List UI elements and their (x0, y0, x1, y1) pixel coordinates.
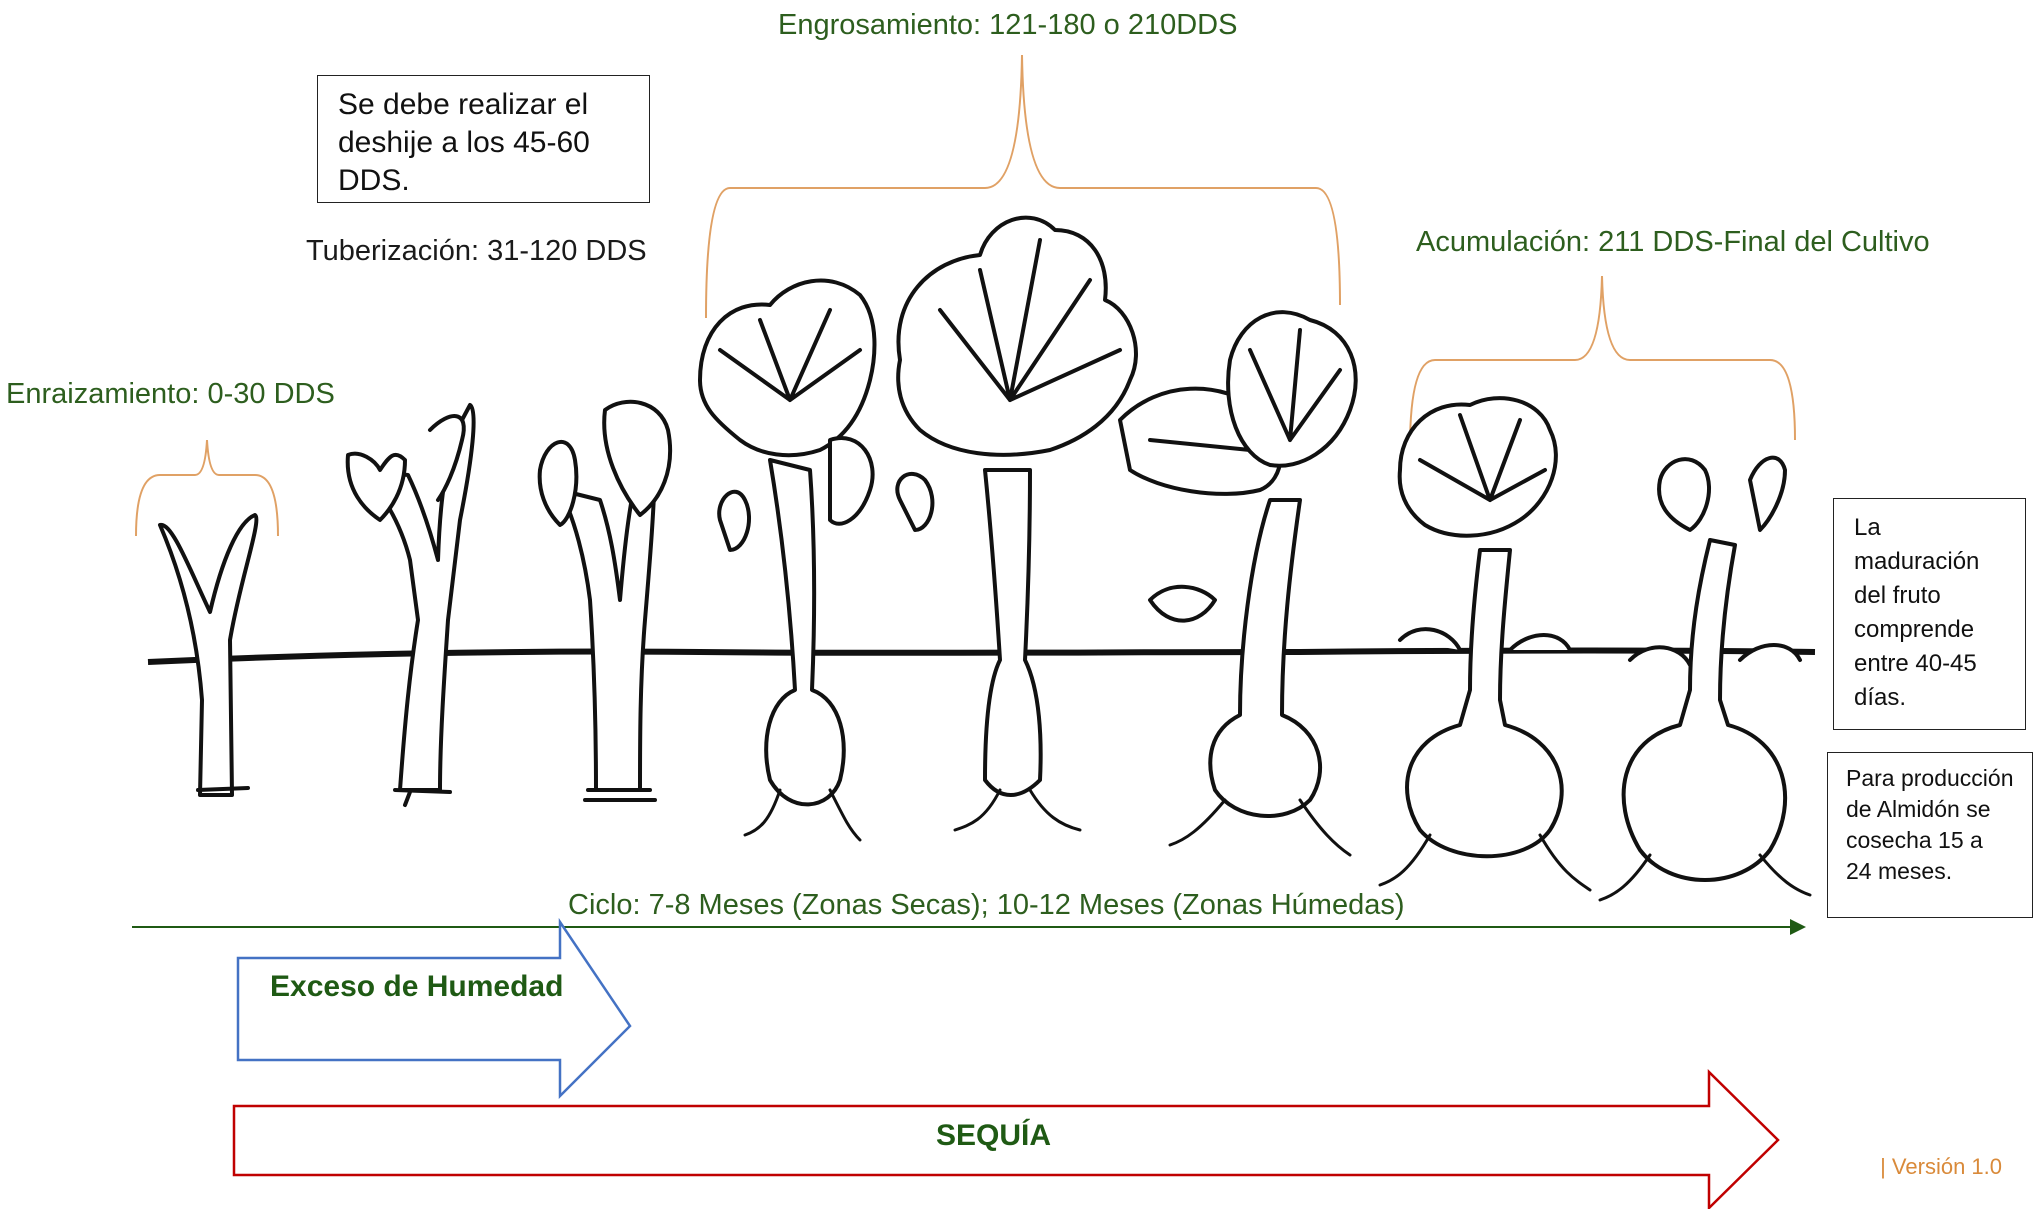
roots (743, 788, 1812, 902)
bracket-enraizamiento (135, 439, 279, 537)
note-maduracion: La maduración del fruto comprende entre … (1833, 498, 2026, 730)
note-deshije: Se debe realizar el deshije a los 45-60 … (317, 75, 650, 203)
stage-label-enraizamiento: Enraizamiento: 0-30 DDS (6, 378, 335, 410)
stage-brackets (135, 54, 1796, 537)
humedad-label: Exceso de Humedad (270, 970, 564, 1003)
note-almidon: Para producción de Almidón se cosecha 15… (1827, 752, 2033, 918)
plant-young-2 (537, 399, 673, 802)
plant-leafy-small-tuber (698, 278, 877, 807)
plant-sprout (158, 513, 259, 797)
bracket-acumulacion (1409, 275, 1796, 449)
plant-mature-2 (1621, 455, 1802, 882)
stage-label-engrosamiento: Engrosamiento: 121-180 o 210DDS (778, 9, 1238, 41)
stage-label-acumulacion: Acumulación: 211 DDS-Final del Cultivo (1416, 226, 1930, 258)
soil-line (147, 647, 1816, 665)
sequia-label: SEQUÍA (936, 1119, 1052, 1152)
bracket-engrosamiento (705, 54, 1341, 319)
plant-large-tuber (1148, 310, 1358, 818)
plant-mature-1 (1397, 396, 1572, 859)
version-label: | Versión 1.0 (1880, 1154, 2002, 1179)
cycle-arrow (132, 919, 1806, 935)
humedad-arrow (236, 917, 632, 1100)
cycle-label: Ciclo: 7-8 Meses (Zonas Secas); 10-12 Me… (568, 889, 1405, 921)
stage-label-tuberizacion: Tuberización: 31-120 DDS (306, 235, 647, 267)
sequia-arrow (232, 1069, 1780, 1209)
plant-young-1 (345, 403, 476, 807)
plant-large-leafy (895, 215, 1283, 797)
